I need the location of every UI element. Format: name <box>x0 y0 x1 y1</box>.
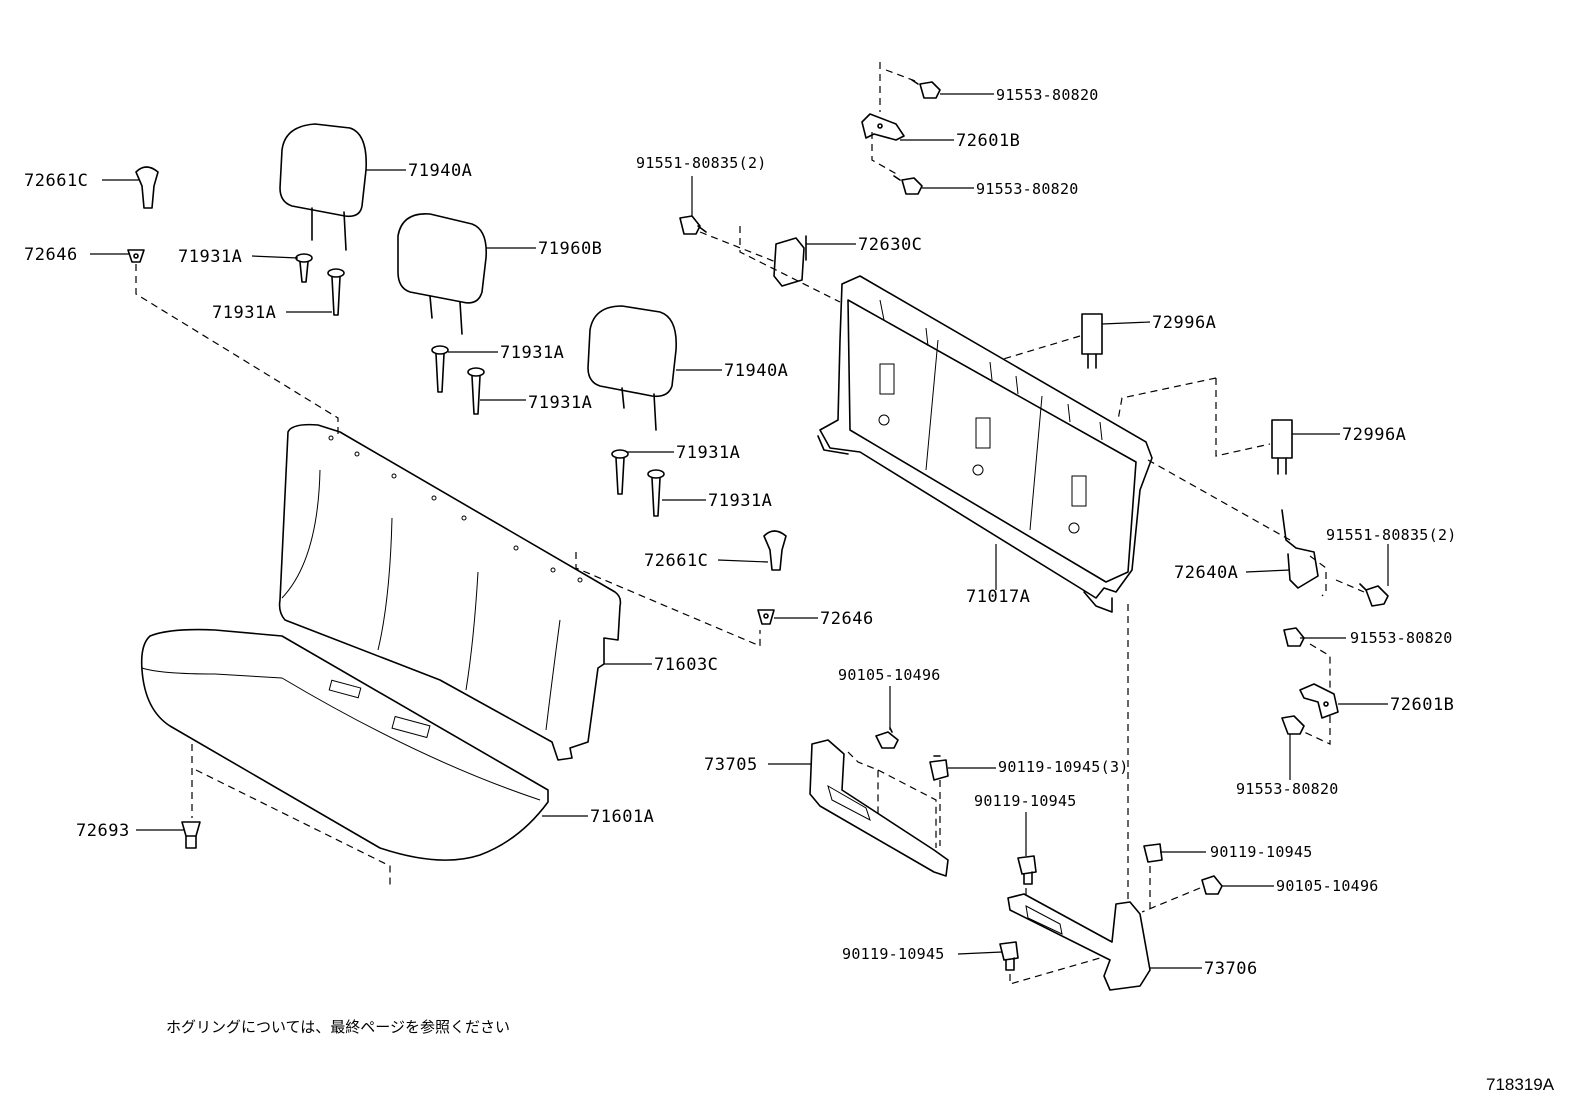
bolt-90119-10945-mid <box>1017 855 1037 885</box>
bolt-90119-10945-3 <box>929 755 949 781</box>
label-72661c-left: 72661C <box>24 171 88 191</box>
label-90119-10945-bottom: 90119-10945 <box>842 945 945 963</box>
label-91553-80820-r2: 91553-80820 <box>1236 780 1339 798</box>
headrest-71960b <box>397 213 488 335</box>
label-71931a-5: 71931A <box>676 443 740 463</box>
bolt-91551-80835-top <box>679 215 707 235</box>
label-90119-10945-right: 90119-10945 <box>1210 843 1313 861</box>
label-90105-10496-left: 90105-10496 <box>838 666 941 684</box>
label-72996a-top: 72996A <box>1152 313 1216 333</box>
label-71940a-right: 71940A <box>724 361 788 381</box>
hinge-72640a <box>1281 509 1319 589</box>
label-71931a-2: 71931A <box>212 303 276 323</box>
latch-72996a-right <box>1271 419 1293 475</box>
label-90119-10945-3: 90119-10945(3) <box>998 758 1129 776</box>
hog-ring-note: ホグリングについては、最終ページを参照ください <box>166 1018 510 1036</box>
latch-72996a-top <box>1081 313 1103 369</box>
label-71017a: 71017A <box>966 587 1030 607</box>
bolt-91553-80820-top <box>911 79 941 99</box>
bolt-90105-10496-left <box>875 727 899 749</box>
seat-cushion-71601a <box>140 628 549 861</box>
label-72601b-top: 72601B <box>956 131 1020 151</box>
knob-72661c-left <box>135 166 159 209</box>
label-91553-80820-mid: 91553-80820 <box>976 180 1079 198</box>
leader-lines <box>90 93 1389 969</box>
bolt-90119-10945-bottom <box>999 941 1019 971</box>
label-71931a-3: 71931A <box>500 343 564 363</box>
clip-72646-left <box>127 249 145 263</box>
label-91551-80835-top: 91551-80835(2) <box>636 154 767 172</box>
label-71931a-6: 71931A <box>708 491 772 511</box>
dashed-lines <box>135 62 1365 985</box>
clip-72693 <box>181 821 201 849</box>
label-72601b-right: 72601B <box>1390 695 1454 715</box>
headrest-71940a-left <box>279 123 367 251</box>
label-71601a: 71601A <box>590 807 654 827</box>
part-labels: 72661C 72646 71940A 71931A 71931A 71960B… <box>24 86 1457 979</box>
label-91551-80835-right: 91551-80835(2) <box>1326 526 1457 544</box>
bolt-90119-10945-right <box>1143 843 1163 863</box>
hinge-72630c <box>773 235 807 287</box>
bracket-72601b-top <box>861 113 905 141</box>
bolt-91551-80835-right <box>1359 583 1389 607</box>
clip-72646-right <box>757 609 775 625</box>
label-71931a-1: 71931A <box>178 247 242 267</box>
label-90105-10496-right: 90105-10496 <box>1276 877 1379 895</box>
label-72640a: 72640A <box>1174 563 1238 583</box>
label-71931a-4: 71931A <box>528 393 592 413</box>
diagram-reference-number: 718319A <box>1486 1075 1555 1094</box>
seat-back-71603c <box>278 423 622 761</box>
label-90119-10945-mid: 90119-10945 <box>974 792 1077 810</box>
label-72646-left: 72646 <box>24 245 78 265</box>
headrest-support-group <box>295 253 665 517</box>
bolt-91553-80820-r1 <box>1283 627 1305 647</box>
label-72630c: 72630C <box>858 235 922 255</box>
label-72646-right: 72646 <box>820 609 874 629</box>
bolt-91553-80820-r2 <box>1281 715 1305 735</box>
bolt-90105-10496-right <box>1201 875 1223 895</box>
label-72693: 72693 <box>76 821 130 841</box>
label-73705: 73705 <box>704 755 758 775</box>
label-73706: 73706 <box>1204 959 1258 979</box>
label-72661c-right: 72661C <box>644 551 708 571</box>
bracket-73706 <box>1007 893 1151 991</box>
label-71603c: 71603C <box>654 655 718 675</box>
headrest-71940a-right <box>587 305 677 431</box>
seat-frame-71017a <box>817 275 1153 613</box>
knob-72661c-right <box>763 530 787 571</box>
label-71960b: 71960B <box>538 239 602 259</box>
label-91553-80820-r1: 91553-80820 <box>1350 629 1453 647</box>
bracket-72601b-right <box>1299 683 1339 719</box>
label-72996a-right: 72996A <box>1342 425 1406 445</box>
bracket-73705 <box>809 739 949 877</box>
bolt-91553-80820-mid <box>893 175 923 195</box>
label-91553-80820-top: 91553-80820 <box>996 86 1099 104</box>
label-71940a-left: 71940A <box>408 161 472 181</box>
